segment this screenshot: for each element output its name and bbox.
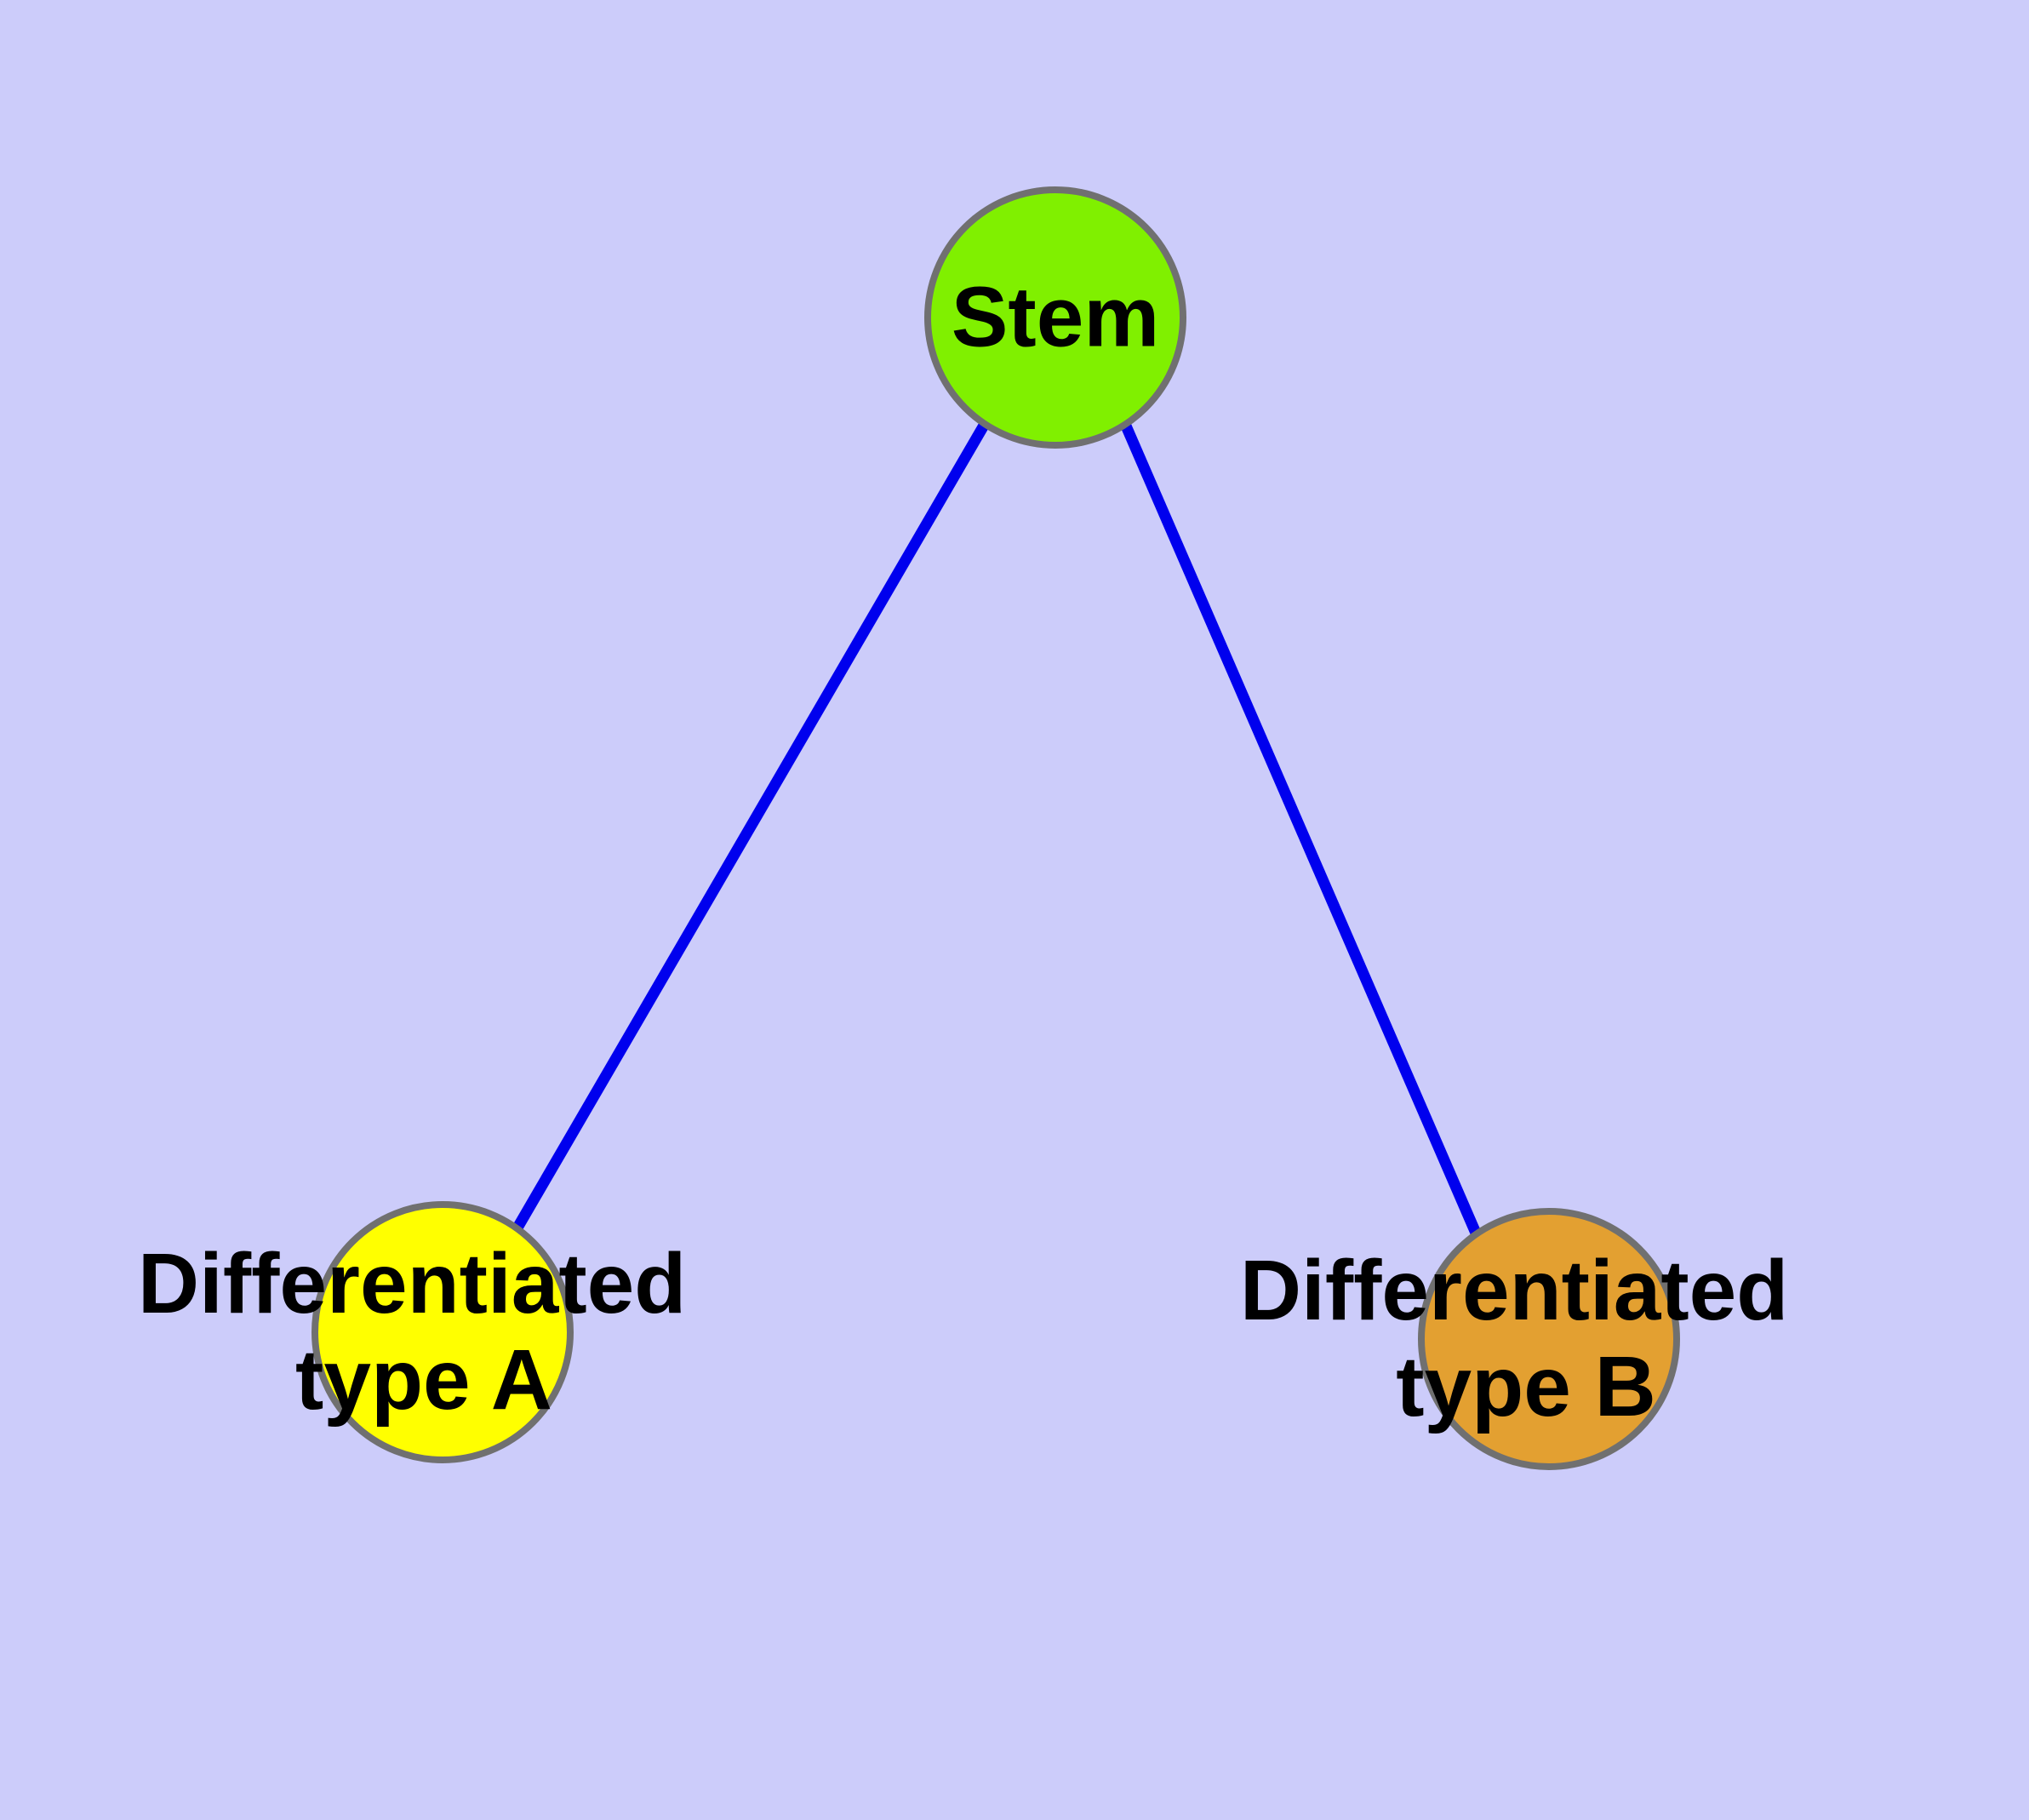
node-diff-b-label: Differentiated type B [1240, 1237, 1812, 1435]
label-layer: Stem Differentiated type A Differentiate… [138, 270, 1812, 1435]
node-stem-label-line-1: Stem [952, 270, 1160, 365]
node-diff-a-label-line-1: Differentiated [138, 1237, 687, 1332]
node-diff-b[interactable] [1418, 1208, 1680, 1470]
node-diff-a-circle[interactable] [311, 1201, 574, 1463]
node-stem-circle[interactable] [924, 186, 1186, 449]
node-diff-b-circle[interactable] [1418, 1208, 1680, 1470]
edge-stem-to-diff-a[interactable] [512, 421, 990, 1233]
node-diff-a-label: Differentiated type A [138, 1230, 710, 1428]
node-stem-label: Stem [952, 270, 1160, 365]
node-stem[interactable] [924, 186, 1186, 449]
node-layer [311, 186, 1680, 1470]
node-diff-b-label-line-2: type B [1396, 1340, 1656, 1435]
node-diff-a-label-line-2: type A [295, 1333, 552, 1428]
node-diff-a[interactable] [311, 1201, 574, 1463]
edge-layer [512, 421, 1483, 1239]
edge-stem-to-diff-b[interactable] [1120, 421, 1483, 1239]
node-diff-b-label-line-1: Differentiated [1240, 1244, 1789, 1339]
